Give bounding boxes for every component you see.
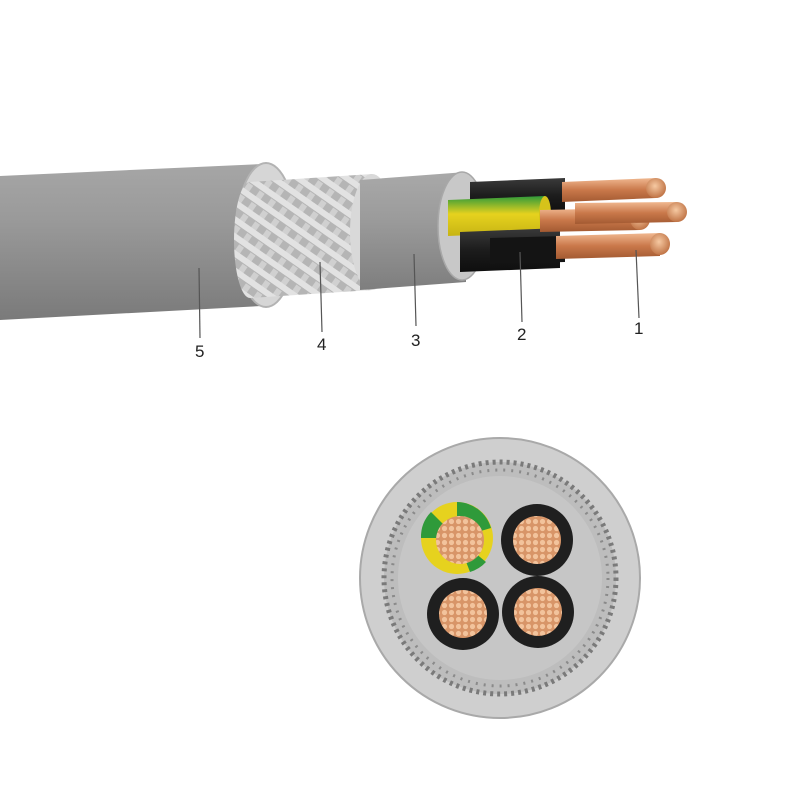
cable-side-view: 1 2 3 4 5 bbox=[0, 162, 687, 361]
cross-section-core-black-3 bbox=[502, 576, 574, 648]
cross-section-core-earth bbox=[420, 502, 493, 574]
callout-label-1: 1 bbox=[634, 319, 643, 338]
cross-section-core-black-2 bbox=[427, 578, 499, 650]
braid-screen bbox=[250, 174, 372, 298]
cable-cross-section bbox=[359, 437, 641, 719]
cross-section-conductor-3 bbox=[514, 588, 562, 636]
copper-conductor-3-end bbox=[667, 202, 687, 222]
leader-line-1 bbox=[635, 249, 640, 319]
callout-label-2: 2 bbox=[517, 325, 526, 344]
cross-section-conductor-earth bbox=[436, 516, 484, 564]
copper-conductor-4 bbox=[556, 233, 660, 259]
braid-screen-face bbox=[234, 182, 266, 298]
copper-conductor-4-end bbox=[650, 233, 670, 255]
callout-label-5: 5 bbox=[195, 342, 204, 361]
core-insulation-black-front bbox=[490, 236, 565, 264]
cross-section-inner-sheath bbox=[398, 476, 602, 680]
copper-conductor-3 bbox=[575, 202, 677, 224]
copper-conductor-1 bbox=[562, 178, 656, 202]
leader-line-5 bbox=[198, 267, 201, 339]
leader-line-4 bbox=[319, 261, 323, 333]
cross-section-conductor-2 bbox=[439, 590, 487, 638]
cross-section-conductor-1 bbox=[513, 516, 561, 564]
leader-line-3 bbox=[413, 253, 417, 327]
outer-sheath bbox=[0, 164, 262, 320]
copper-conductor-1-end bbox=[646, 178, 666, 198]
cross-section-braid-ring-inner bbox=[390, 468, 610, 688]
callout-label-3: 3 bbox=[411, 331, 420, 350]
cross-section-core-black-1 bbox=[501, 504, 573, 576]
inner-sheath bbox=[360, 172, 466, 290]
leader-line-2 bbox=[519, 251, 523, 323]
core-insulation-earth bbox=[448, 196, 545, 236]
callout-label-4: 4 bbox=[317, 335, 326, 354]
